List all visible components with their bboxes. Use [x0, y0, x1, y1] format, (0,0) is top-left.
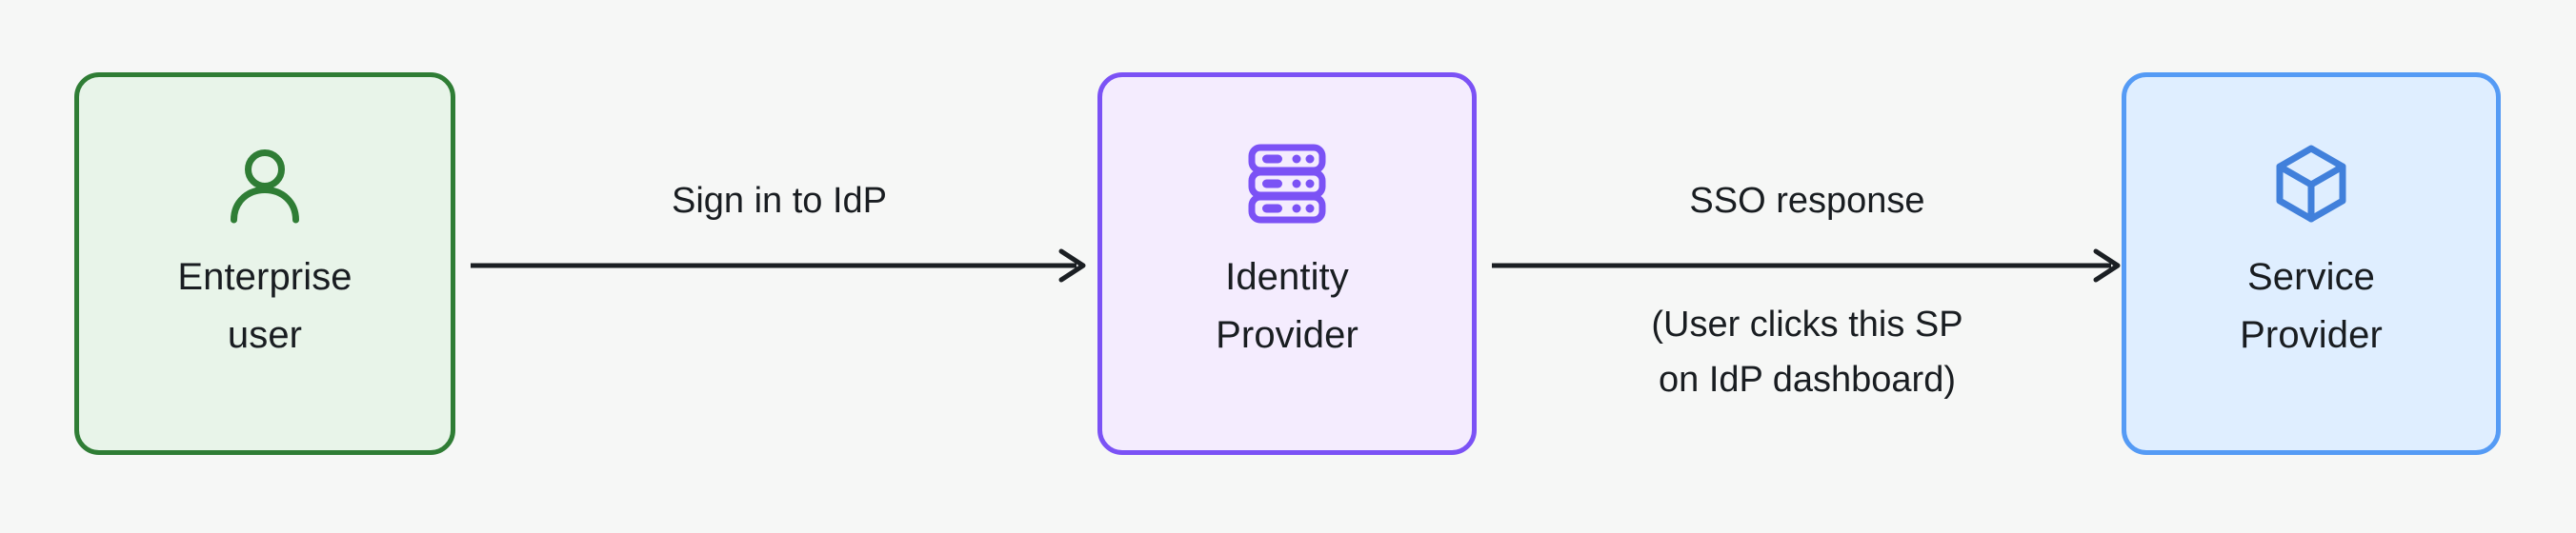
node-enterprise-user[interactable]: Enterprise user: [74, 72, 455, 455]
edge-sublabel-user-clicks-sp: (User clicks this SP on IdP dashboard): [1651, 305, 1963, 400]
arrow-idp-to-sp: [1492, 247, 2123, 285]
node-label-identity-provider: Identity Provider: [1216, 256, 1358, 356]
node-service-provider[interactable]: Service Provider: [2122, 72, 2501, 455]
edge-label-sign-in-to-idp: Sign in to IdP: [671, 181, 888, 221]
edge-label-sso-response: SSO response: [1689, 181, 1925, 221]
arrow-user-to-idp: [471, 247, 1088, 285]
node-identity-provider[interactable]: Identity Provider: [1097, 72, 1477, 455]
server-rack-icon: [1247, 144, 1327, 224]
person-icon: [225, 144, 305, 224]
node-label-enterprise-user: Enterprise user: [177, 256, 352, 356]
cube-icon: [2271, 144, 2351, 224]
node-label-service-provider: Service Provider: [2240, 256, 2383, 356]
